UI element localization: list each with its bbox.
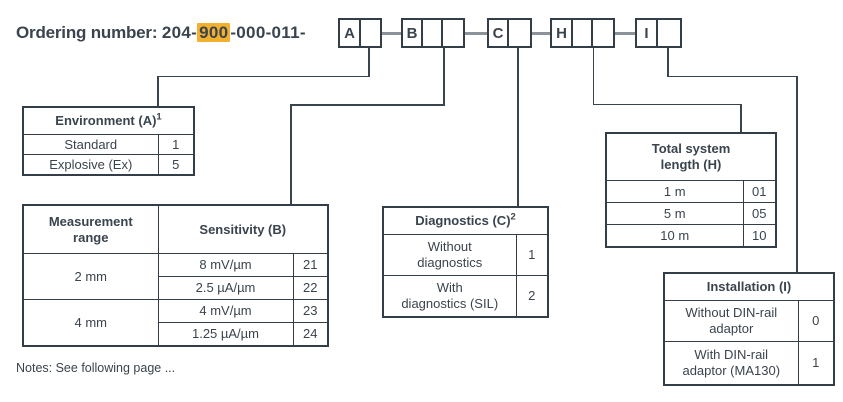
code-blank-cell [658, 20, 680, 46]
table-row: Explosive (Ex) 5 [22, 154, 195, 176]
code-blank-cell [573, 20, 593, 46]
code-box-a: A [338, 18, 382, 48]
option-label: 1.25 µA/µm [157, 322, 294, 347]
option-label: With diagnostics (SIL) [382, 275, 517, 318]
option-label: Without DIN-rail adaptor [663, 300, 799, 342]
connector-line-b [290, 104, 445, 106]
option-code: 23 [292, 299, 329, 323]
table-row: 2 mm 8 mV/µm 21 [22, 253, 329, 300]
ordering-number-suffix: -000-011- [230, 23, 306, 42]
table-title: Environment (A)1 [22, 106, 195, 135]
option-code: 1 [157, 134, 195, 155]
code-blank-cell [593, 20, 613, 46]
ordering-number-highlight: 900 [197, 23, 231, 42]
code-letter-b: B [403, 20, 423, 46]
installation-table: Installation (I) Without DIN-rail adapto… [663, 272, 835, 386]
option-code: 01 [742, 180, 777, 203]
table-title: Sensitivity (B) [157, 204, 329, 254]
diagnostics-table: Diagnostics (C)2 Without diagnostics 1 W… [382, 206, 550, 318]
option-code: 1 [515, 234, 549, 276]
connector-dash [465, 32, 487, 35]
code-blank-cell [361, 20, 380, 46]
table-row: Without diagnostics 1 [382, 234, 549, 276]
option-label: Standard [22, 134, 159, 155]
range-label: 4 mm [22, 299, 159, 347]
code-letter-h: H [552, 20, 573, 46]
option-label: With DIN-rail adaptor (MA130) [663, 341, 799, 386]
table-row: 1.25 µA/µm 24 [23, 322, 329, 347]
connector-line-b [290, 104, 292, 205]
range-label: 2 mm [22, 253, 159, 300]
option-label: 2.5 µA/µm [157, 276, 294, 300]
code-box-i: I [635, 18, 682, 48]
table-title: Diagnostics (C)2 [382, 206, 549, 235]
table-row: Standard 1 [22, 134, 195, 155]
code-letter-i: I [637, 20, 658, 46]
connector-dash [615, 32, 635, 35]
option-code: 5 [157, 154, 195, 176]
option-label: Explosive (Ex) [22, 154, 159, 176]
code-blank-cell [443, 20, 463, 46]
table-title: Installation (I) [663, 272, 835, 301]
option-label: 10 m [605, 224, 744, 248]
code-box-b: B [401, 18, 465, 48]
option-label: 1 m [605, 180, 744, 203]
option-label: 5 m [605, 202, 744, 225]
connector-line-i [667, 48, 669, 77]
table-title: Total system length (H) [605, 132, 777, 181]
code-box-c: C [487, 18, 532, 48]
option-code: 2 [515, 275, 549, 318]
environment-table: Environment (A)1 Standard 1 Explosive (E… [22, 106, 196, 176]
table-row: 1 m 01 [605, 180, 777, 203]
option-code: 05 [742, 202, 777, 225]
option-label: Without diagnostics [382, 234, 517, 276]
option-label: 8 mV/µm [157, 253, 294, 277]
connector-line-c [517, 48, 519, 208]
option-code: 1 [797, 341, 835, 386]
table-row: With DIN-rail adaptor (MA130) 1 [663, 341, 835, 386]
connector-line-a [157, 75, 370, 77]
total-length-table: Total system length (H) 1 m 01 5 m 05 10… [605, 132, 778, 248]
connector-line-a [368, 48, 370, 77]
connector-line-b [443, 48, 445, 106]
table-row: 4 mm 4 mV/µm 23 [22, 299, 329, 347]
table-row: 2.5 µA/µm 22 [23, 276, 329, 300]
option-code: 21 [292, 253, 329, 277]
ordering-number-label: Ordering number: [16, 23, 158, 42]
connector-dash [382, 32, 401, 35]
option-code: 22 [292, 276, 329, 300]
option-code: 0 [797, 300, 835, 342]
footnote-ref: 1 [156, 111, 162, 123]
connector-line-i [667, 75, 798, 77]
sensitivity-table: Measurement range Sensitivity (B) 2 mm 8… [22, 204, 329, 347]
ordering-number-prefix: 204- [161, 23, 198, 42]
ordering-number-line: Ordering number: 204-900-000-011- [16, 18, 306, 48]
code-letter-c: C [489, 20, 509, 46]
code-blank-cell [423, 20, 443, 46]
connector-line-h [592, 103, 742, 105]
footnote-ref: 2 [510, 211, 516, 223]
code-box-h: H [550, 18, 615, 48]
option-label: 4 mV/µm [157, 299, 294, 323]
code-letter-a: A [340, 20, 361, 46]
connector-line-h [592, 48, 594, 105]
table-row: 5 m 05 [605, 202, 777, 225]
notes-text: Notes: See following page ... [16, 361, 176, 375]
connector-line-i [796, 75, 798, 273]
option-code: 24 [292, 322, 329, 347]
code-blank-cell [509, 20, 530, 46]
option-code: 10 [742, 224, 777, 248]
connector-line-h [740, 103, 742, 134]
table-row: With diagnostics (SIL) 2 [382, 275, 549, 318]
table-row: Without DIN-rail adaptor 0 [663, 300, 835, 342]
connector-dash [532, 32, 550, 35]
column-header-measurement-range: Measurement range [22, 204, 159, 254]
connector-line-a [157, 75, 159, 107]
table-row: 10 m 10 [605, 224, 777, 248]
